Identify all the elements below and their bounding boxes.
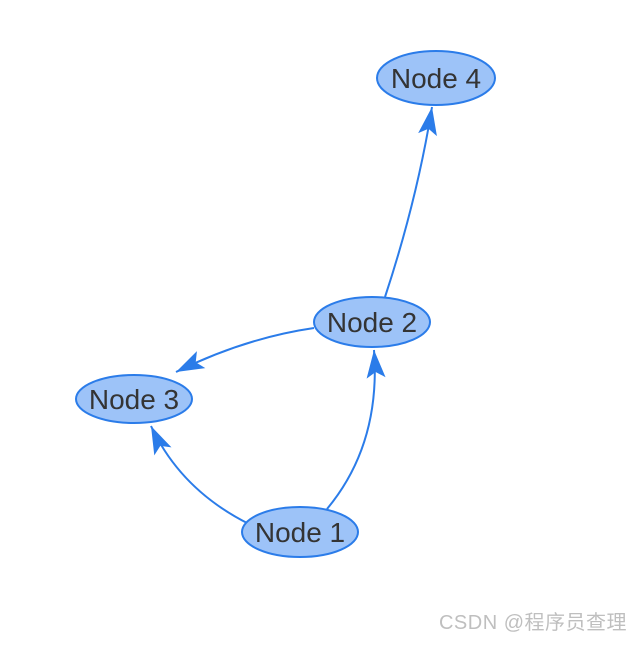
node-shape: [75, 374, 193, 424]
edge-node-2-to-node-4[interactable]: [384, 106, 437, 298]
arrowhead-icon: [366, 350, 386, 379]
node-label: Node 4: [391, 63, 481, 94]
node-label: Node 3: [89, 384, 179, 415]
node-1[interactable]: Node 1: [241, 506, 359, 558]
edge-node-1-to-node-2[interactable]: [326, 349, 386, 510]
arrowhead-icon: [418, 107, 437, 137]
node-shape: [241, 506, 359, 558]
node-label: Node 1: [255, 517, 345, 548]
node-3[interactable]: Node 3: [75, 374, 193, 424]
edge-node-1-to-node-3[interactable]: [150, 425, 250, 525]
arrowhead-icon: [176, 351, 206, 372]
node-shape: [313, 296, 431, 348]
node-shape: [376, 50, 496, 106]
node-label: Node 2: [327, 307, 417, 338]
node-2[interactable]: Node 2: [313, 296, 431, 348]
watermark-text: CSDN @程序员查理: [438, 612, 627, 634]
node-4[interactable]: Node 4: [376, 50, 496, 106]
edge-line: [326, 349, 376, 510]
edge-line: [384, 106, 433, 298]
arrowhead-icon: [151, 426, 172, 456]
edge-line: [150, 425, 250, 525]
edge-node-2-to-node-3[interactable]: [175, 327, 315, 373]
